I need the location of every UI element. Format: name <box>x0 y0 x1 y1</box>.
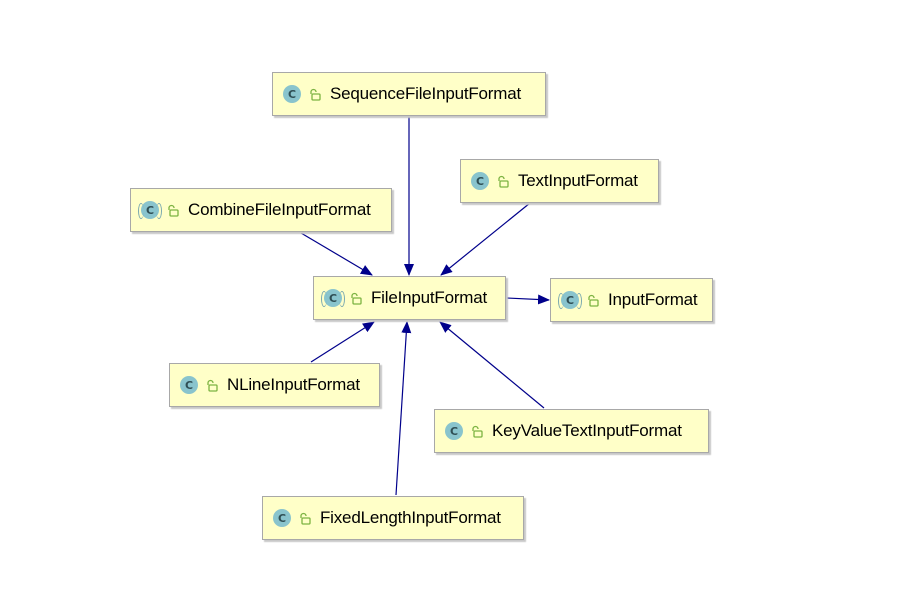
abstract-class-icon: C <box>558 291 582 309</box>
edge-fixedlengthinputformat-to-fileinputformat <box>395 321 412 496</box>
class-node-inputformat[interactable]: C InputFormat <box>550 278 713 322</box>
public-visibility-icon <box>472 425 483 438</box>
abstract-class-icon: C <box>138 201 162 219</box>
class-icon: C <box>180 376 198 394</box>
class-node-label: InputFormat <box>608 290 698 309</box>
class-node-sequencefileinputformat[interactable]: C SequenceFileInputFormat <box>272 72 546 116</box>
public-visibility-icon <box>300 512 311 525</box>
edge-keyvaluetextinputformat-to-fileinputformat <box>439 321 545 409</box>
class-icon: C <box>283 85 301 103</box>
class-node-label: FileInputFormat <box>371 288 488 307</box>
class-node-nlineinputformat[interactable]: C NLineInputFormat <box>169 363 380 407</box>
class-icon: C <box>273 509 291 527</box>
class-node-label: KeyValueTextInputFormat <box>492 421 682 440</box>
class-node-keyvaluetextinputformat[interactable]: C KeyValueTextInputFormat <box>434 409 709 453</box>
edge-fileinputformat-to-inputformat <box>506 294 550 305</box>
class-node-fixedlengthinputformat[interactable]: C FixedLengthInputFormat <box>262 496 524 540</box>
edge-nlineinputformat-to-fileinputformat <box>310 321 375 363</box>
class-node-label: FixedLengthInputFormat <box>320 508 501 527</box>
public-visibility-icon <box>498 175 509 188</box>
public-visibility-icon <box>168 204 179 217</box>
class-icon: C <box>471 172 489 190</box>
class-node-label: SequenceFileInputFormat <box>330 84 522 103</box>
edge-textinputformat-to-fileinputformat <box>440 202 531 276</box>
public-visibility-icon <box>207 379 218 392</box>
edge-combinefileinputformat-to-fileinputformat <box>300 232 373 276</box>
class-node-label: CombineFileInputFormat <box>188 200 371 219</box>
class-node-label: NLineInputFormat <box>227 375 360 394</box>
public-visibility-icon <box>588 294 599 307</box>
class-node-label: TextInputFormat <box>518 171 638 190</box>
public-visibility-icon <box>310 88 321 101</box>
class-node-combinefileinputformat[interactable]: C CombineFileInputFormat <box>130 188 392 232</box>
abstract-class-icon: C <box>321 289 345 307</box>
class-icon: C <box>445 422 463 440</box>
class-node-textinputformat[interactable]: C TextInputFormat <box>460 159 659 203</box>
public-visibility-icon <box>351 292 362 305</box>
class-node-fileinputformat[interactable]: C FileInputFormat <box>313 276 506 320</box>
